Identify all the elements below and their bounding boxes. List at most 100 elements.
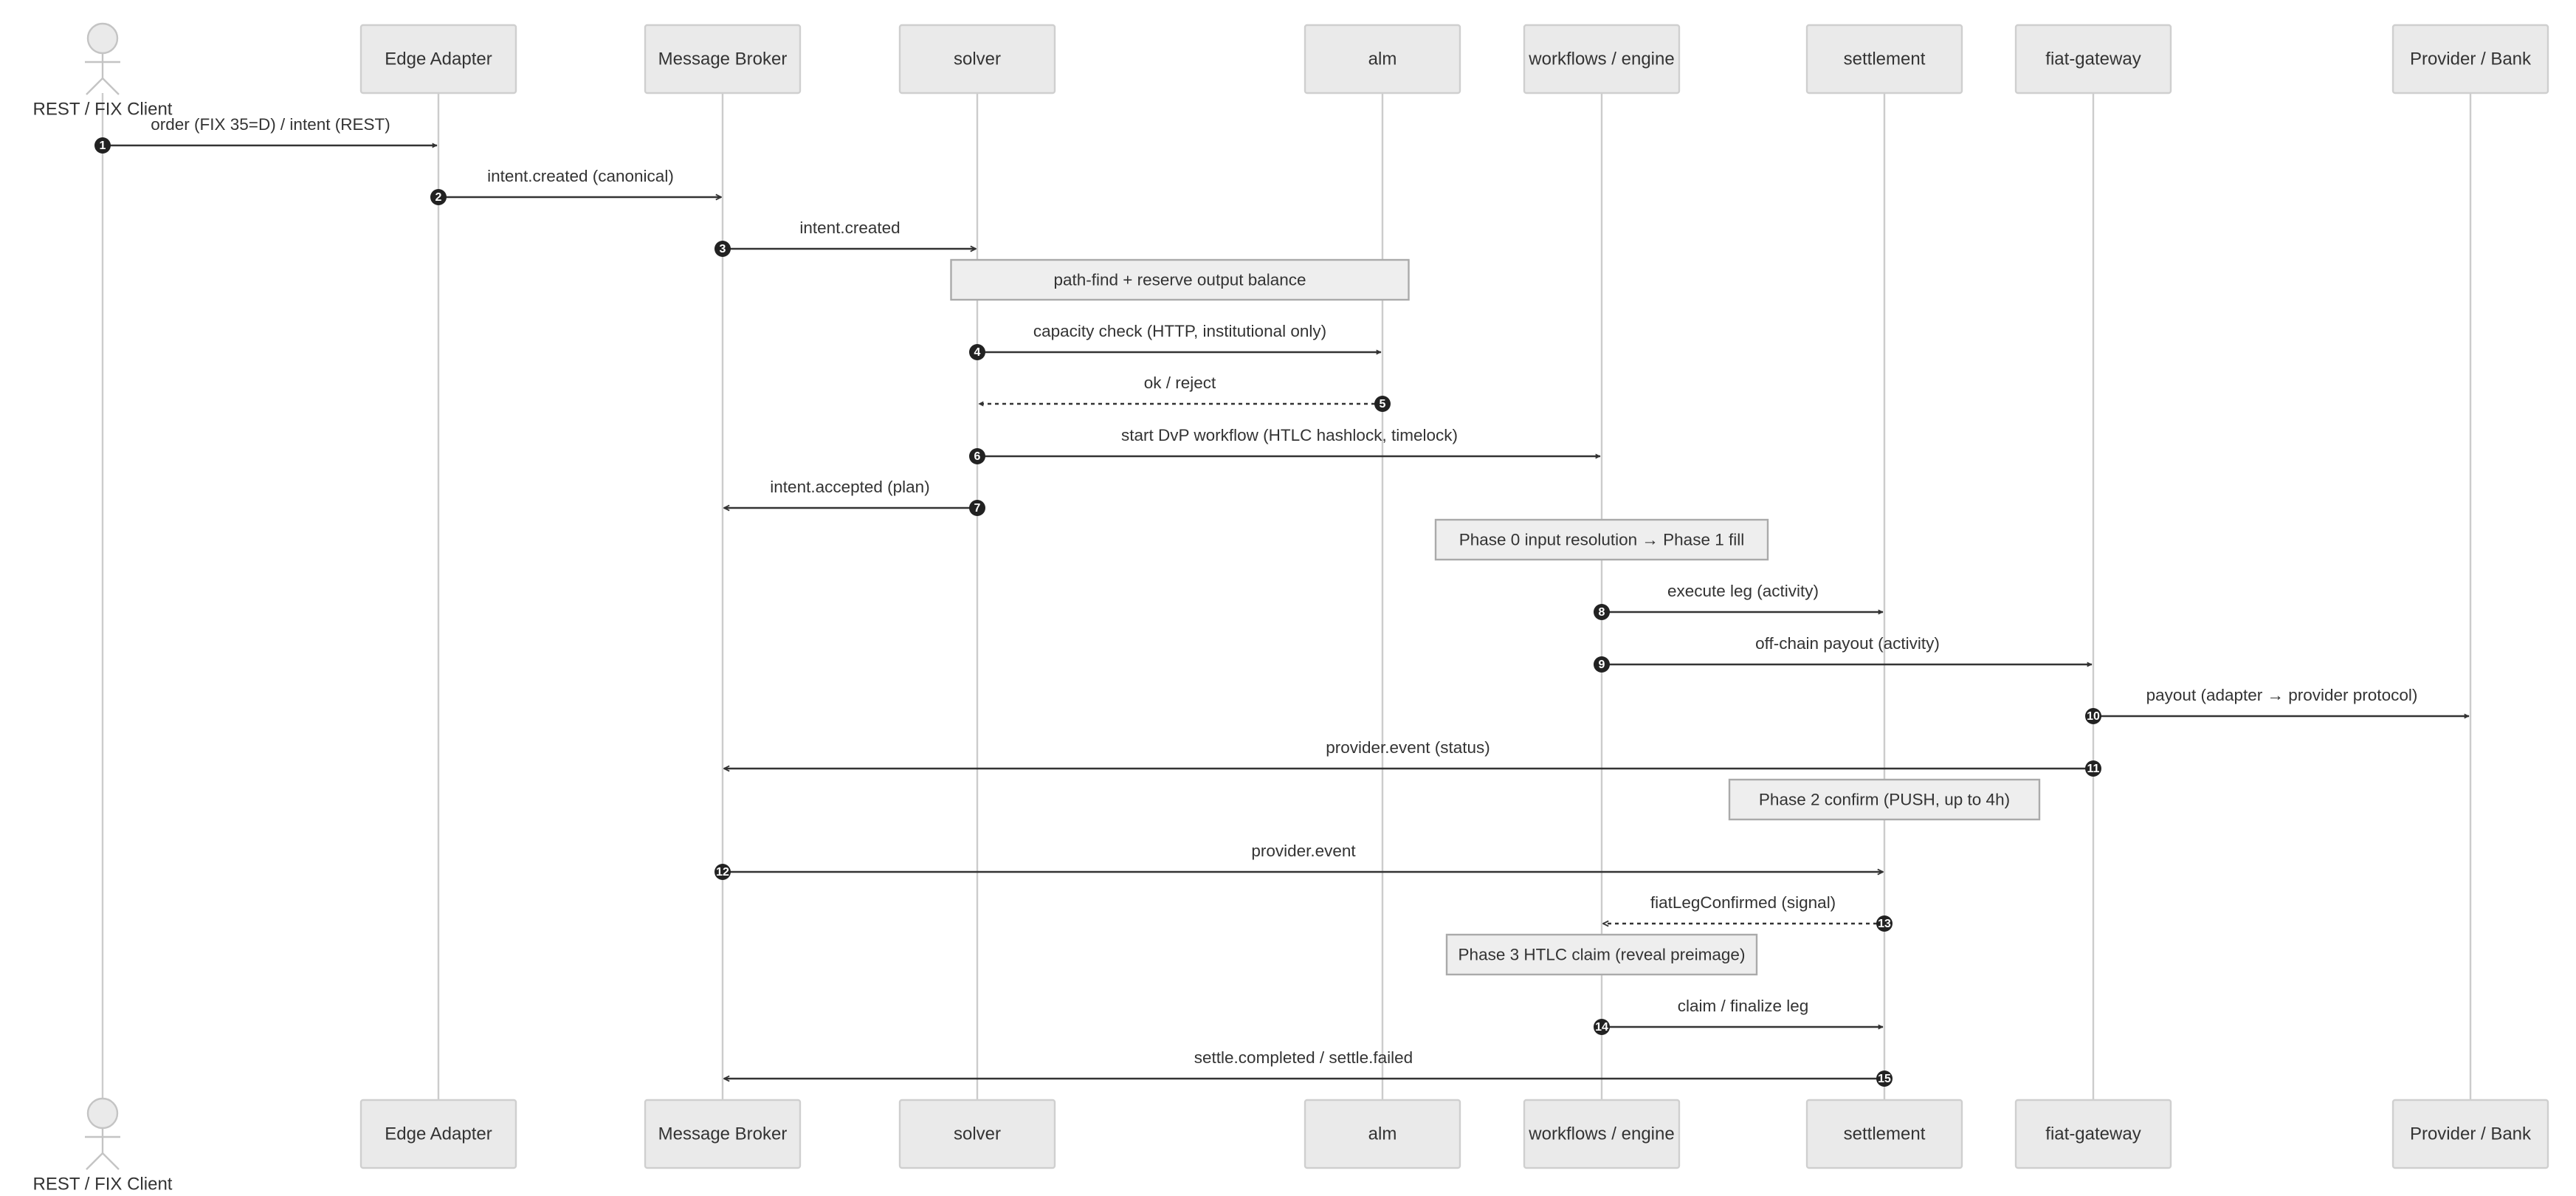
- sequence-number-badge: 12: [714, 864, 731, 880]
- participant-fiat-top: fiat-gateway: [2014, 24, 2172, 94]
- message-label: fiatLegConfirmed (signal): [1650, 893, 1836, 912]
- participant-label: workflows / engine: [1528, 1124, 1674, 1144]
- participant-broker-top: Message Broker: [644, 24, 802, 94]
- sequence-number-badge: 13: [1876, 915, 1893, 932]
- sequence-number-badge: 6: [969, 448, 985, 464]
- note-text: Phase 0 input resolution → Phase 1 fill: [1459, 531, 1744, 549]
- participant-box: [644, 1099, 802, 1169]
- participant-label: alm: [1368, 1124, 1397, 1144]
- participant-box: [2014, 24, 2172, 94]
- note-phase-2-confirm-push-up-to-4h: Phase 2 confirm (PUSH, up to 4h): [1728, 778, 2041, 821]
- messages: order (FIX 35=D) / intent (REST) 1 intent.…: [94, 115, 2470, 1087]
- sequence-number-badge: 4: [969, 344, 985, 360]
- participant-box: [1523, 1099, 1681, 1169]
- sequence-number: 10: [2087, 710, 2100, 723]
- participant-label: REST / FIX Client: [33, 100, 173, 120]
- participant-label: alm: [1368, 49, 1397, 69]
- actor-person-icon: [85, 22, 120, 95]
- sequence-number-badge: 7: [969, 500, 985, 516]
- participant-box: [1523, 24, 1681, 94]
- sequence-number-badge: 2: [430, 189, 447, 205]
- message-12: provider.event 12: [714, 842, 1883, 880]
- sequence-number: 12: [716, 866, 729, 879]
- participant-label: settlement: [1844, 1124, 1926, 1144]
- participant-label: Provider / Bank: [2410, 49, 2532, 69]
- participant-label: solver: [954, 1124, 1001, 1144]
- participant-edge-bottom: Edge Adapter: [359, 1099, 517, 1169]
- sequence-number: 3: [720, 243, 726, 255]
- message-6: start DvP workflow (HTLC hashlock, timel…: [969, 426, 1601, 464]
- message-10: payout (adapter → provider protocol) 10: [2085, 686, 2470, 724]
- lifelines: [101, 93, 2472, 1100]
- participant-client-top: REST / FIX Client: [33, 22, 173, 120]
- sequence-number: 14: [1595, 1021, 1608, 1034]
- message-8: execute leg (activity) 8: [1594, 582, 1884, 620]
- participant-bank-bottom: Provider / Bank: [2391, 1099, 2549, 1169]
- actor-person-icon: [85, 1097, 120, 1170]
- message-label: intent.accepted (plan): [770, 478, 929, 496]
- participant-box: [2391, 1099, 2549, 1169]
- participant-engine-top: workflows / engine: [1523, 24, 1681, 94]
- message-label: claim / finalize leg: [1678, 997, 1809, 1015]
- note-text: Phase 2 confirm (PUSH, up to 4h): [1759, 791, 2010, 809]
- participant-box: [2391, 24, 2549, 94]
- sequence-number-badge: 5: [1374, 396, 1391, 412]
- message-label: off-chain payout (activity): [1755, 634, 1940, 653]
- sequence-number: 7: [974, 502, 981, 515]
- participant-box: [1304, 24, 1461, 94]
- message-label: payout (adapter → provider protocol): [2146, 686, 2418, 704]
- participant-box: [359, 1099, 517, 1169]
- sequence-number-badge: 15: [1876, 1070, 1893, 1087]
- participant-label: solver: [954, 49, 1001, 69]
- participant-engine-bottom: workflows / engine: [1523, 1099, 1681, 1169]
- participant-label: settlement: [1844, 49, 1926, 69]
- sequence-number: 9: [1599, 659, 1605, 671]
- sequence-number: 6: [974, 450, 981, 463]
- message-11: provider.event (status)11: [724, 738, 2101, 777]
- message-9: off-chain payout (activity) 9: [1594, 634, 2093, 673]
- sequence-number-badge: 9: [1594, 656, 1610, 673]
- message-label: provider.event: [1251, 842, 1356, 860]
- participant-bank-top: Provider / Bank: [2391, 24, 2549, 94]
- sequence-number: 15: [1878, 1073, 1891, 1085]
- participant-label: Edge Adapter: [385, 49, 492, 69]
- sequence-number: 4: [974, 346, 981, 359]
- message-label: start DvP workflow (HTLC hashlock, timel…: [1121, 426, 1458, 444]
- participant-box: [1304, 1099, 1461, 1169]
- sequence-number: 1: [100, 140, 106, 152]
- sequence-number-badge: 3: [714, 241, 731, 257]
- message-3: intent.created 3: [714, 219, 976, 257]
- sequence-number: 8: [1599, 606, 1605, 619]
- participant-solver-bottom: solver: [898, 1099, 1056, 1169]
- participant-box: [898, 1099, 1056, 1169]
- note-phase-0-input-resolution-phase-1-fill: Phase 0 input resolution → Phase 1 fill: [1434, 518, 1769, 561]
- message-label: capacity check (HTTP, institutional only…: [1033, 322, 1326, 340]
- participant-edge-top: Edge Adapter: [359, 24, 517, 94]
- message-1: order (FIX 35=D) / intent (REST) 1: [94, 115, 438, 154]
- participant-box: [2014, 1099, 2172, 1169]
- sequence-number: 2: [435, 191, 442, 204]
- note-path-find-reserve-output-balance: path-find + reserve output balance: [950, 258, 1410, 301]
- participant-box: [1805, 24, 1963, 94]
- sequence-number: 13: [1878, 918, 1891, 930]
- sequence-number-badge: 10: [2085, 708, 2101, 724]
- participant-label: Message Broker: [658, 49, 788, 69]
- participant-label: Message Broker: [658, 1124, 788, 1144]
- note-box: [1434, 518, 1769, 561]
- participant-box: [359, 24, 517, 94]
- sequence-number-badge: 8: [1594, 604, 1610, 620]
- participant-label: Edge Adapter: [385, 1124, 492, 1144]
- participant-client-bottom: REST / FIX Client: [33, 1097, 173, 1195]
- message-label: order (FIX 35=D) / intent (REST): [151, 115, 390, 134]
- sequence-number-badge: 1: [94, 137, 111, 154]
- participant-label: fiat-gateway: [2045, 1124, 2141, 1144]
- notes: path-find + reserve output balancePhase …: [950, 258, 2041, 976]
- sequence-number-badge: 14: [1594, 1019, 1610, 1035]
- message-label: execute leg (activity): [1667, 582, 1819, 600]
- participant-broker-bottom: Message Broker: [644, 1099, 802, 1169]
- message-label: intent.created: [799, 219, 900, 237]
- message-4: capacity check (HTTP, institutional only…: [969, 322, 1382, 360]
- participant-box: [1805, 1099, 1963, 1169]
